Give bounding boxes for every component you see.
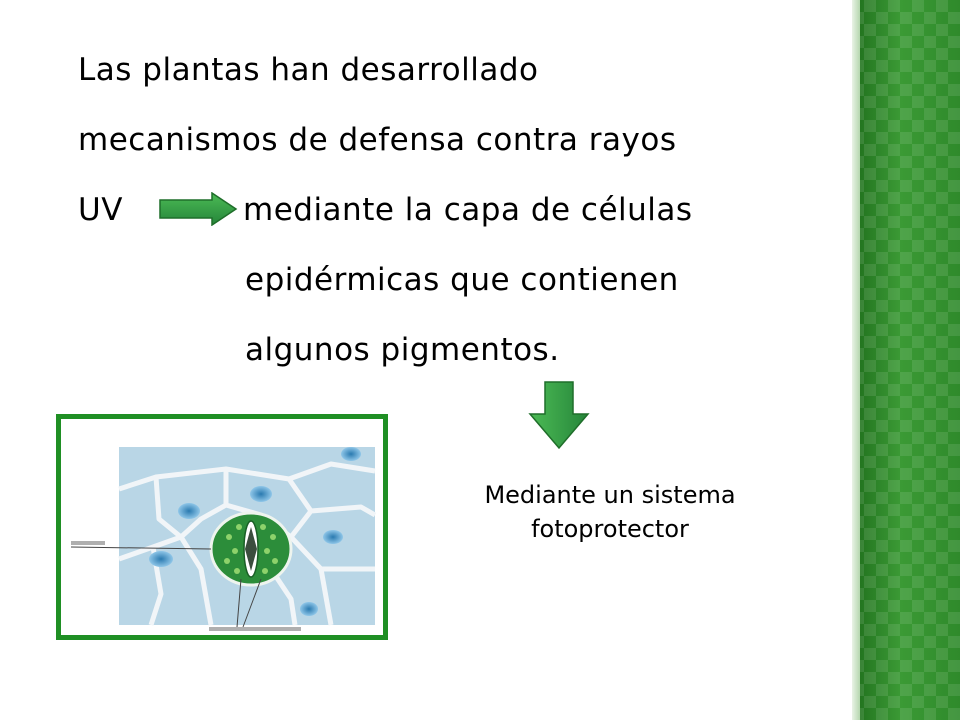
nucleus: [323, 530, 343, 544]
text-uv: UV: [78, 192, 123, 228]
nucleus: [300, 602, 318, 616]
text-line-1: Las plantas han desarrollado: [78, 52, 539, 88]
caption-line-2: fotoprotector: [531, 515, 689, 543]
blurred-label: [71, 541, 105, 545]
stoma: [209, 511, 293, 587]
label-line: [242, 578, 262, 628]
text-line-4: epidérmicas que contienen: [245, 262, 679, 298]
caption-line-1: Mediante un sistema: [484, 481, 736, 509]
label-line: [70, 546, 212, 550]
nucleus: [250, 486, 272, 502]
arrow-right-icon: [159, 192, 238, 226]
decorative-side-band: [852, 0, 960, 720]
blurred-label: [209, 627, 301, 631]
text-line-2: mecanismos de defensa contra rayos: [78, 122, 677, 158]
epidermal-cells-image: [56, 414, 388, 640]
label-line: [236, 578, 242, 628]
stomata-illustration: [70, 447, 377, 631]
arrow-down-icon: [528, 381, 590, 450]
nucleus: [178, 503, 200, 519]
fotoprotector-caption: Mediante un sistema fotoprotector: [430, 478, 790, 546]
text-line-3-rest: mediante la capa de células: [243, 192, 693, 228]
text-line-3: UV mediante la capa de células: [78, 190, 692, 230]
nucleus: [149, 551, 173, 567]
nucleus: [341, 447, 361, 461]
text-line-5: algunos pigmentos.: [245, 332, 560, 368]
